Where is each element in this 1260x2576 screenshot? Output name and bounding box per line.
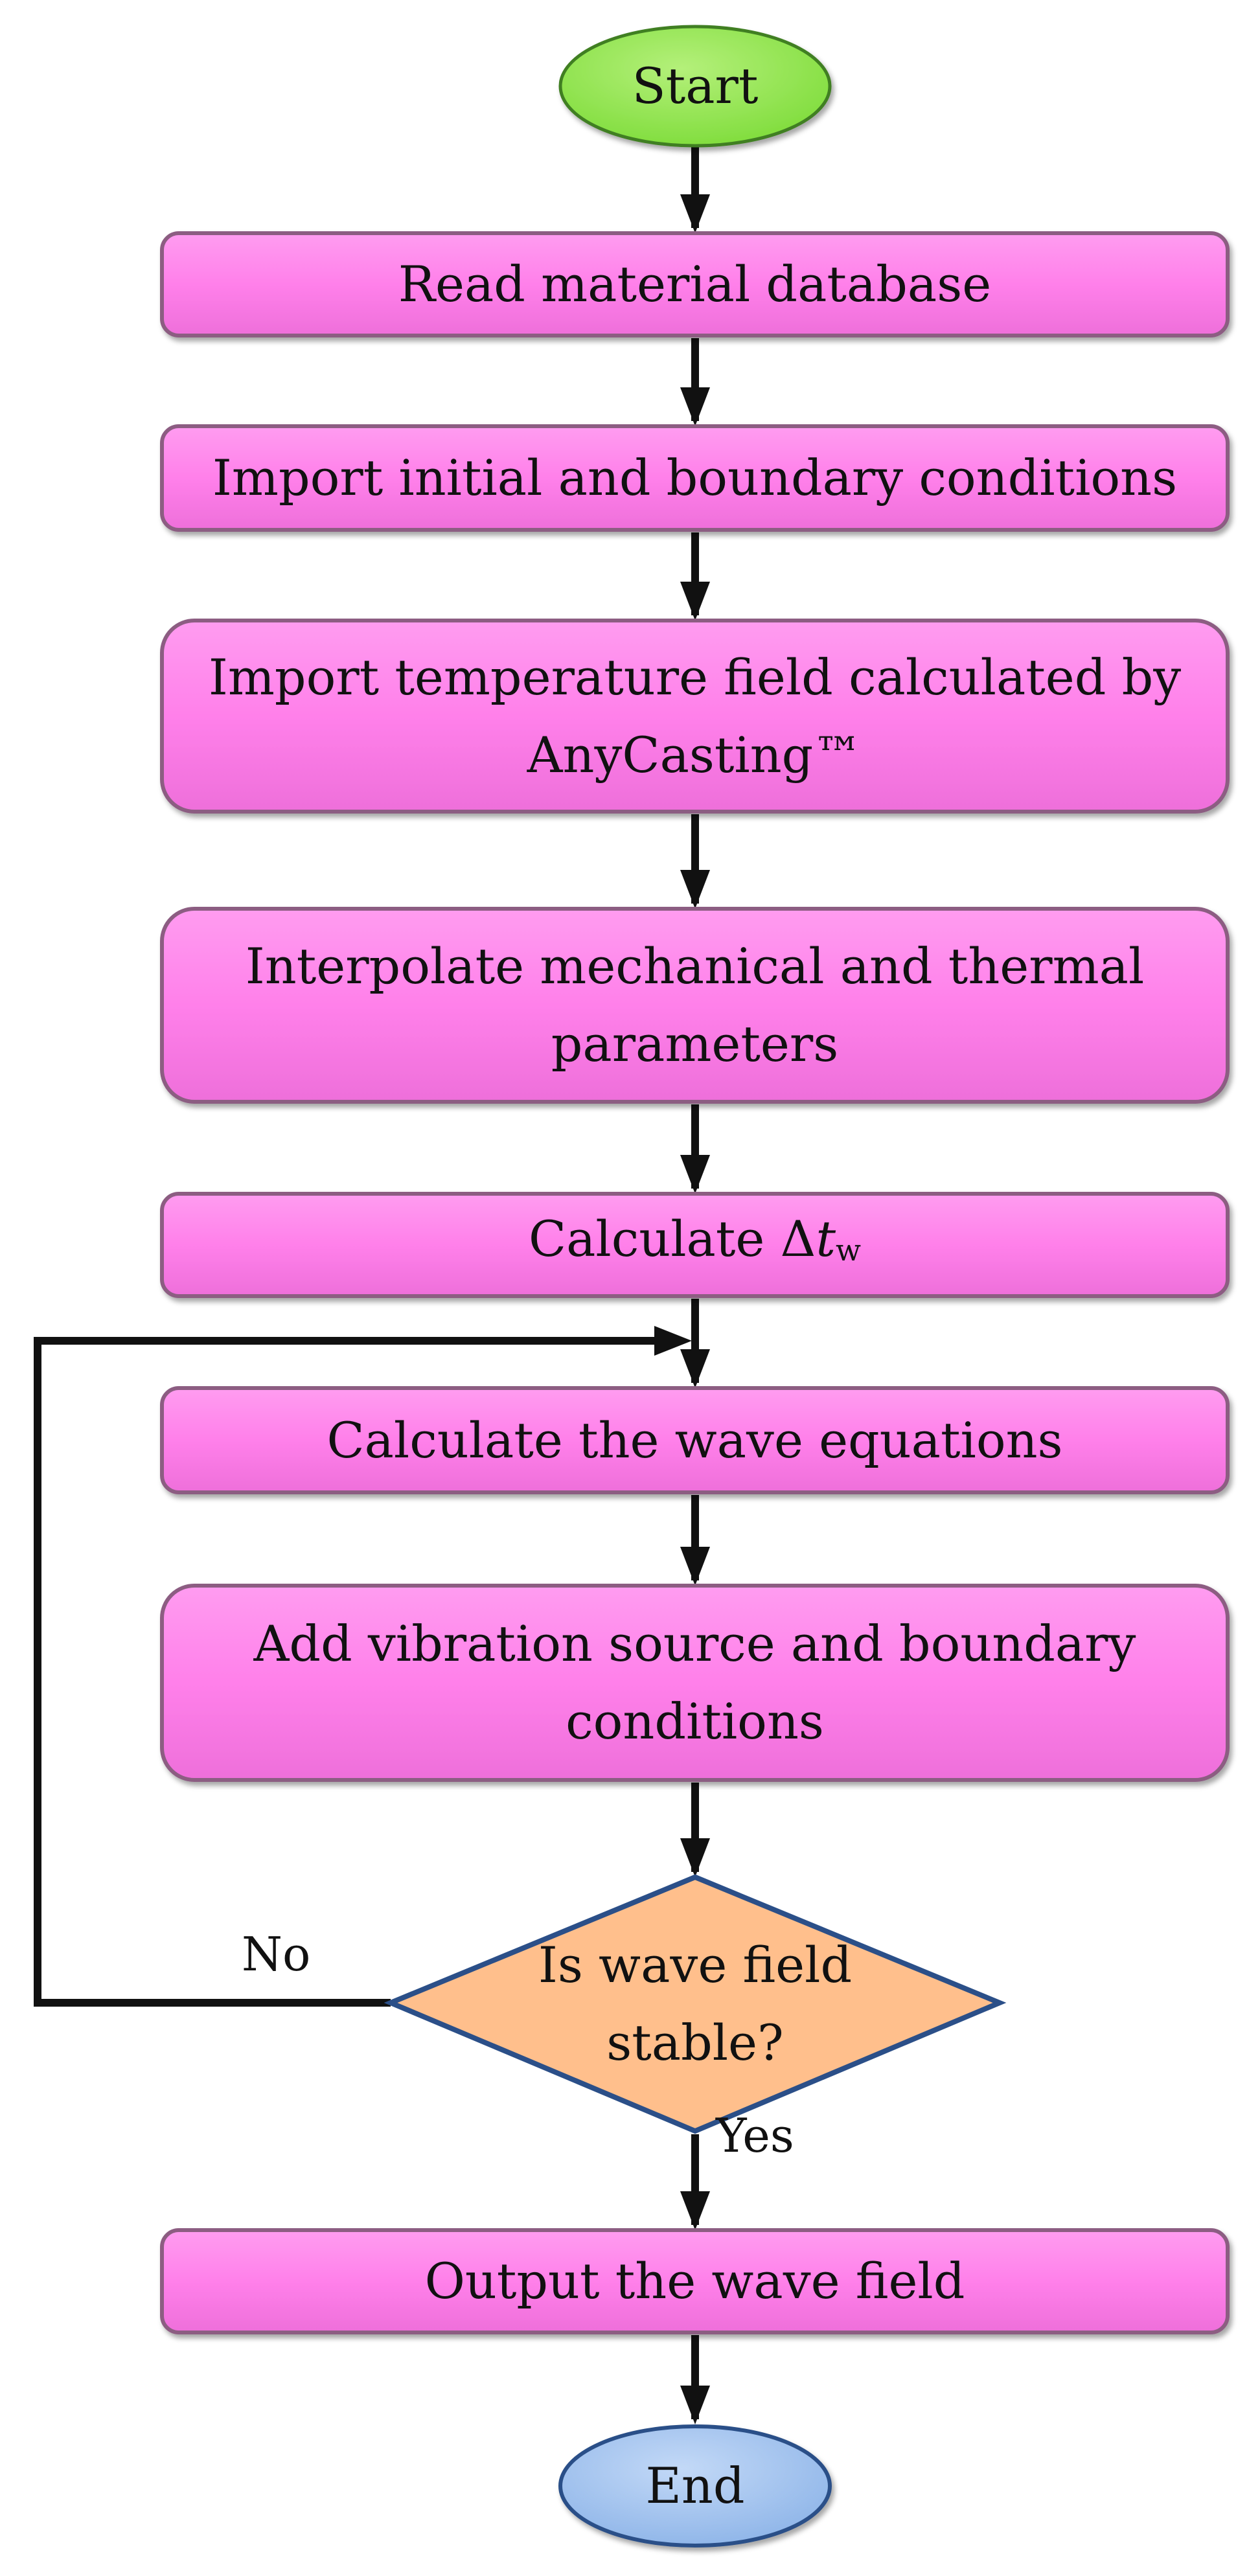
start-label: Start bbox=[560, 27, 830, 146]
calc-dt-label: Calculate Δtw bbox=[162, 1194, 1228, 1296]
end-label: End bbox=[560, 2426, 830, 2546]
import-conditions-label: Import initial and boundary conditions bbox=[162, 426, 1228, 530]
arrowhead bbox=[680, 2191, 710, 2230]
decision-line2: stable? bbox=[606, 2014, 784, 2071]
end-terminal bbox=[558, 2424, 832, 2548]
box-calc-wave bbox=[160, 1386, 1230, 1494]
calc-wave-label: Calculate the wave equations bbox=[162, 1388, 1228, 1492]
process-boxes bbox=[160, 231, 1230, 2334]
box-interpolate bbox=[160, 907, 1230, 1104]
box-read-db bbox=[160, 231, 1230, 337]
arrowhead bbox=[680, 1838, 710, 1877]
box-import-conditions bbox=[160, 424, 1230, 532]
arrowhead bbox=[680, 2386, 710, 2424]
add-vib-line1: Add vibration source and boundary bbox=[253, 1615, 1136, 1672]
decision-diamond bbox=[384, 1874, 1007, 2134]
read-db-label: Read material database bbox=[162, 233, 1228, 336]
arrowhead bbox=[680, 194, 710, 233]
arrowhead bbox=[680, 870, 710, 909]
arrowhead bbox=[680, 1547, 710, 1586]
output-text: Output the wave field bbox=[424, 2252, 965, 2310]
output-label: Output the wave field bbox=[162, 2230, 1228, 2332]
interpolate-line2: parameters bbox=[551, 1015, 839, 1073]
box-add-vib bbox=[160, 1584, 1230, 1782]
arrowhead bbox=[680, 582, 710, 621]
import-temp-line2: AnyCasting™ bbox=[527, 725, 863, 784]
calc-dt-text: Calculate Δtw bbox=[529, 1200, 861, 1290]
arrowhead bbox=[680, 1349, 710, 1388]
interpolate-line1: Interpolate mechanical and thermal bbox=[245, 937, 1145, 995]
calc-dt-sub: w bbox=[835, 1233, 862, 1268]
end-text: End bbox=[645, 2457, 745, 2514]
arrowheads bbox=[654, 194, 710, 2424]
read-db-text: Read material database bbox=[398, 255, 992, 313]
arrowhead bbox=[680, 1155, 710, 1194]
calc-dt-var: t bbox=[816, 1210, 836, 1268]
import-temp-line1: Import temperature field calculated by bbox=[208, 648, 1182, 706]
arrowhead bbox=[654, 1326, 692, 1356]
import-temp-label: Import temperature field calculated by A… bbox=[162, 621, 1228, 812]
box-output bbox=[160, 2228, 1230, 2334]
interpolate-label: Interpolate mechanical and thermal param… bbox=[162, 909, 1228, 1102]
calc-wave-text: Calculate the wave equations bbox=[326, 1411, 1063, 1469]
no-edge-label: No bbox=[242, 1927, 311, 1981]
add-vib-label: Add vibration source and boundary condit… bbox=[162, 1586, 1228, 1780]
decision-label: Is wave field stable? bbox=[391, 1877, 1000, 2131]
yes-edge-label: Yes bbox=[716, 2108, 794, 2163]
arrow-no-loop bbox=[34, 1337, 670, 2007]
box-calc-dt bbox=[160, 1192, 1230, 1298]
decision-line1: Is wave field bbox=[538, 1936, 853, 1994]
calc-dt-prefix: Calculate Δ bbox=[528, 1210, 816, 1268]
box-import-temp bbox=[160, 619, 1230, 814]
start-text: Start bbox=[632, 57, 759, 115]
start-terminal bbox=[558, 25, 832, 148]
arrowhead bbox=[680, 387, 710, 426]
import-conditions-text: Import initial and boundary conditions bbox=[212, 449, 1178, 507]
add-vib-line2: conditions bbox=[566, 1693, 824, 1750]
